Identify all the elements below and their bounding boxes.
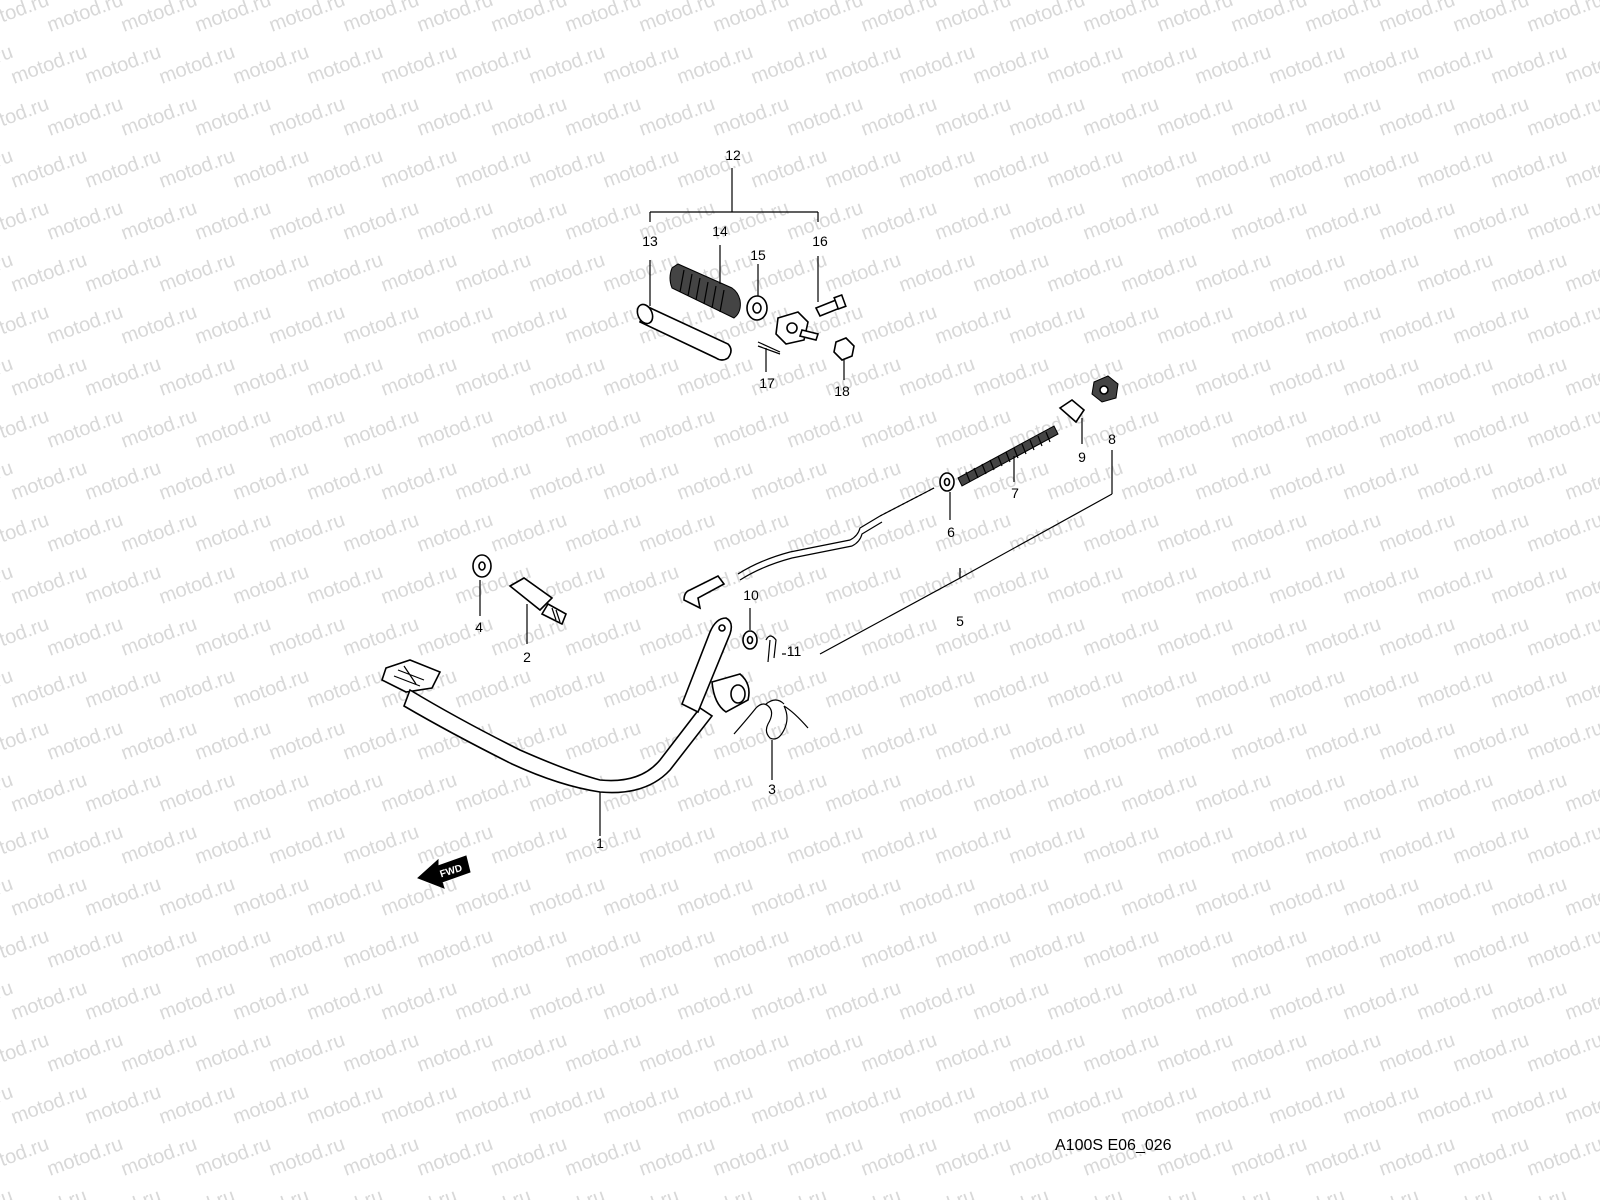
callout-16: 16 xyxy=(812,233,828,249)
callout-9: 9 xyxy=(1078,449,1086,465)
callout-2: 2 xyxy=(523,649,531,665)
washer-6 xyxy=(939,472,955,520)
callout-12: 12 xyxy=(725,147,741,163)
footrest-assembly xyxy=(636,168,855,380)
callout-1: 1 xyxy=(596,835,604,851)
nut-18 xyxy=(833,337,855,380)
footrest-bar-13 xyxy=(636,260,732,361)
callout-18: 18 xyxy=(834,383,850,399)
return-spring-3 xyxy=(733,699,809,780)
callout-5: 5 xyxy=(956,613,964,629)
callout-11: 11 xyxy=(787,643,802,659)
footrest-rubber-14 xyxy=(669,245,741,319)
callout-15: 15 xyxy=(750,247,766,263)
callout-6: 6 xyxy=(947,524,955,540)
callout-10: 10 xyxy=(743,587,759,603)
brake-pedal-1 xyxy=(381,617,750,836)
callout-17: 17 xyxy=(759,375,775,391)
washer-4 xyxy=(472,554,492,616)
callout-3: 3 xyxy=(768,781,776,797)
footrest-bracket xyxy=(775,311,820,345)
adjusting-nut-8 xyxy=(1091,375,1119,403)
callout-8: 8 xyxy=(1108,431,1116,447)
bolt-16 xyxy=(814,256,847,318)
brake-rod-assembly xyxy=(683,375,1119,663)
callout-7: 7 xyxy=(1011,485,1019,501)
washer-10 xyxy=(742,608,758,650)
diagram-code: A100S E06_026 xyxy=(1055,1137,1172,1154)
callout-4: 4 xyxy=(475,619,483,635)
callout-13: 13 xyxy=(642,233,658,249)
washer-15 xyxy=(746,264,768,321)
spring-7 xyxy=(957,425,1059,487)
pivot-bolt-2 xyxy=(508,577,568,644)
cotter-pin-17 xyxy=(757,341,781,372)
cotter-pin-11 xyxy=(765,635,786,663)
joint-9 xyxy=(1058,399,1086,444)
fwd-arrow-icon: FWD xyxy=(417,855,471,889)
callout-14: 14 xyxy=(712,223,728,239)
